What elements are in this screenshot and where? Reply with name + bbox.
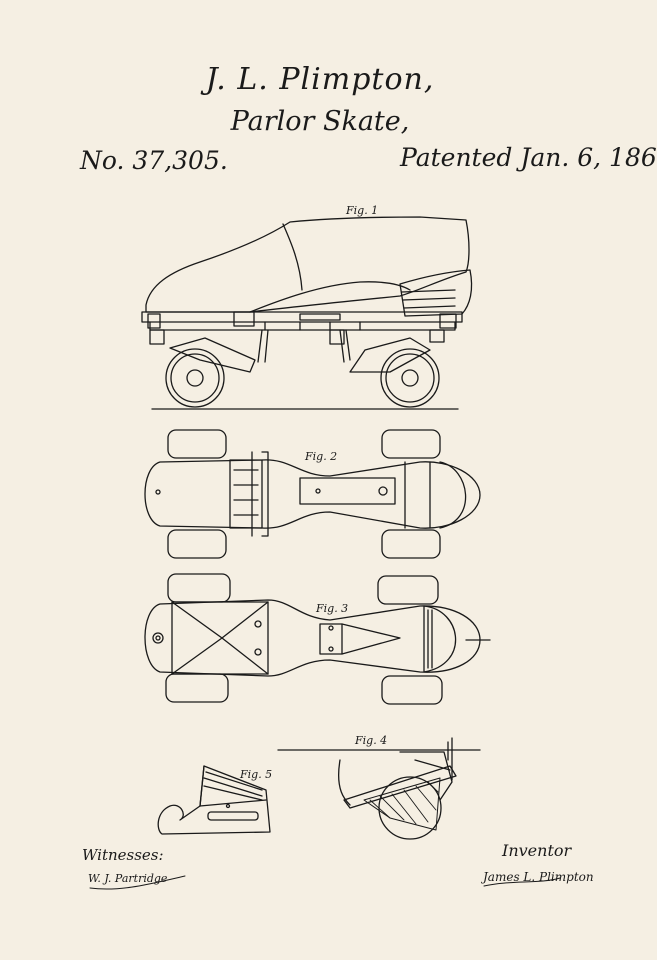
figure-5-toe-clamp — [157, 765, 271, 835]
fig4-label: Fig. 4 — [355, 734, 388, 747]
fig3-label: Fig. 3 — [316, 602, 349, 615]
patent-number: No. 37,305. — [80, 146, 228, 175]
fig5-label: Fig. 5 — [240, 768, 273, 781]
figure-4-section-view — [277, 737, 481, 840]
inventor-label: Inventor — [502, 841, 572, 860]
fig2-label: Fig. 2 — [305, 450, 338, 463]
fig1-label: Fig. 1 — [346, 204, 379, 217]
invention-title: Parlor Skate, — [230, 106, 410, 137]
figure-2-bottom-view — [144, 429, 481, 559]
figure-1-side-view — [141, 216, 473, 410]
inventor-signature: James L. Plimpton — [483, 870, 594, 884]
witnesses-label: Witnesses: — [82, 846, 164, 864]
patent-drawing — [89, 216, 561, 890]
inventor-name-header: J. L. Plimpton, — [205, 62, 435, 97]
figure-3-top-view — [144, 573, 491, 705]
witness-signature: W. J. Partridge — [88, 872, 168, 885]
